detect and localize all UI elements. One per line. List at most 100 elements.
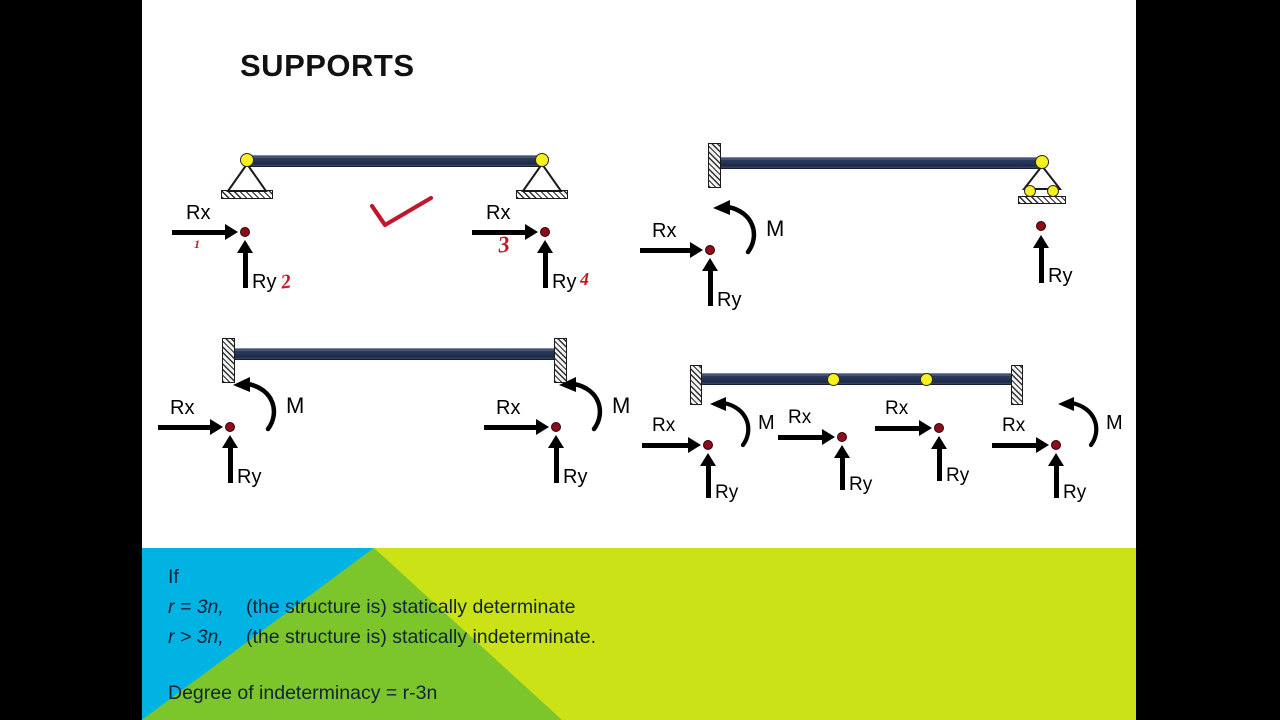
diagram-fixed-fixed-beam: Rx Ry M Rx <box>142 330 630 520</box>
pin-triangle-icon <box>226 162 268 192</box>
footer-spacer <box>168 652 596 678</box>
footer-text-block: If r = 3n,(the structure is) statically … <box>168 562 596 708</box>
footer-rule-condition: r = 3n, <box>168 596 224 618</box>
roller-wheel-icon <box>1024 185 1036 197</box>
footer-rule-row: r > 3n, (the structure is) statically ind… <box>168 622 596 652</box>
wall-hatch-icon <box>690 365 702 405</box>
moment-arrow-icon <box>559 377 603 432</box>
reaction-point <box>540 227 550 237</box>
ink-annotation-1: 1 <box>194 237 200 251</box>
force-arrow-ry <box>931 436 947 481</box>
pin-triangle-icon <box>1021 164 1063 190</box>
footer-panel: If r = 3n,(the structure is) statically … <box>142 548 1136 720</box>
footer-line-if: If <box>168 566 179 588</box>
ink-annotation-2: 2 <box>279 270 293 294</box>
force-arrow-rx <box>642 437 702 453</box>
label-rx: Rx <box>1002 415 1026 436</box>
wall-hatch-icon <box>222 338 235 383</box>
wall-hatch-icon <box>554 338 567 383</box>
force-arrow-ry <box>1033 235 1049 283</box>
label-m: M <box>1106 412 1123 434</box>
reaction-point <box>551 422 561 432</box>
force-arrow-rx <box>875 420 933 436</box>
label-ry: Ry <box>849 474 873 495</box>
internal-hinge-icon <box>920 373 933 386</box>
beam <box>720 157 1042 169</box>
page-title: SUPPORTS <box>240 48 415 83</box>
label-m: M <box>766 216 785 241</box>
force-arrow-ry <box>700 453 716 498</box>
force-arrow-rx <box>778 429 836 445</box>
ink-annotation-3: 3 <box>496 231 511 258</box>
force-arrow-rx <box>158 419 224 435</box>
reaction-point <box>703 440 713 450</box>
ground-hatch <box>1018 196 1066 204</box>
label-m: M <box>286 393 305 418</box>
diagram-fixed-roller-beam: Rx Ry M Ry <box>632 0 1132 330</box>
force-arrow-rx <box>472 224 538 240</box>
footer-rule-condition: r > 3n, <box>168 626 224 648</box>
label-m: M <box>612 393 631 418</box>
internal-hinge-icon <box>827 373 840 386</box>
label-rx: Rx <box>652 415 676 436</box>
label-ry: Ry <box>252 271 277 293</box>
footer-rule-text: (the structure is) statically indetermin… <box>246 626 597 648</box>
force-arrow-rx <box>640 242 704 258</box>
diagram-simply-supported-beam: Rx Ry Rx Ry <box>142 0 622 320</box>
reaction-point <box>225 422 235 432</box>
pin-hinge-icon <box>240 153 254 167</box>
label-rx: Rx <box>652 220 677 242</box>
reaction-point <box>240 227 250 237</box>
beam <box>245 155 545 167</box>
wall-hatch-icon <box>1011 365 1023 405</box>
force-arrow-ry <box>702 258 718 306</box>
label-rx: Rx <box>170 397 195 419</box>
letterbox-left <box>0 0 142 720</box>
reaction-point <box>1036 221 1046 231</box>
reaction-point <box>837 432 847 442</box>
moment-arrow-icon <box>710 397 751 448</box>
footer-degree-line: Degree of indeterminacy = r-3n <box>168 682 438 704</box>
force-arrow-ry <box>1048 453 1064 498</box>
label-ry: Ry <box>552 271 577 293</box>
beam <box>235 348 555 360</box>
ink-checkmark-icon <box>369 195 434 228</box>
reaction-point <box>705 245 715 255</box>
beam <box>702 373 1012 385</box>
pin-hinge-icon <box>1035 155 1049 169</box>
roller-wheel-icon <box>1047 185 1059 197</box>
diagram-fixed-fixed-beam-two-hinges: Rx Ry M Rx <box>632 355 1132 520</box>
label-ry: Ry <box>1048 265 1073 287</box>
letterbox-right <box>1136 0 1280 720</box>
force-arrow-ry <box>834 445 850 490</box>
force-arrow-ry <box>222 435 238 483</box>
moment-arrow-icon <box>1058 397 1099 448</box>
pin-hinge-icon <box>535 153 549 167</box>
label-ry: Ry <box>715 482 739 503</box>
label-rx: Rx <box>486 202 511 224</box>
ink-annotation-4: 4 <box>580 269 589 289</box>
wall-hatch-icon <box>708 143 721 188</box>
footer-background-shapes <box>142 548 1136 720</box>
moment-arrow-icon <box>713 200 757 255</box>
label-ry: Ry <box>946 465 970 486</box>
reaction-point <box>934 423 944 433</box>
label-rx: Rx <box>496 397 521 419</box>
label-rx: Rx <box>885 398 909 419</box>
label-rx: Rx <box>186 202 211 224</box>
label-m: M <box>758 412 775 434</box>
force-arrow-ry <box>537 240 553 288</box>
moment-arrow-icon <box>233 377 277 432</box>
label-ry: Ry <box>717 289 742 311</box>
footer-rule-row: r = 3n,(the structure is) statically det… <box>168 592 596 622</box>
label-ry: Ry <box>237 466 262 488</box>
force-arrow-rx <box>484 419 550 435</box>
reaction-point <box>1051 440 1061 450</box>
slide-canvas: SUPPORTS <box>142 0 1136 720</box>
label-ry: Ry <box>1063 482 1087 503</box>
label-rx: Rx <box>788 407 812 428</box>
force-arrow-rx <box>992 437 1050 453</box>
force-arrow-rx <box>172 224 238 240</box>
pin-triangle-icon <box>521 162 563 192</box>
